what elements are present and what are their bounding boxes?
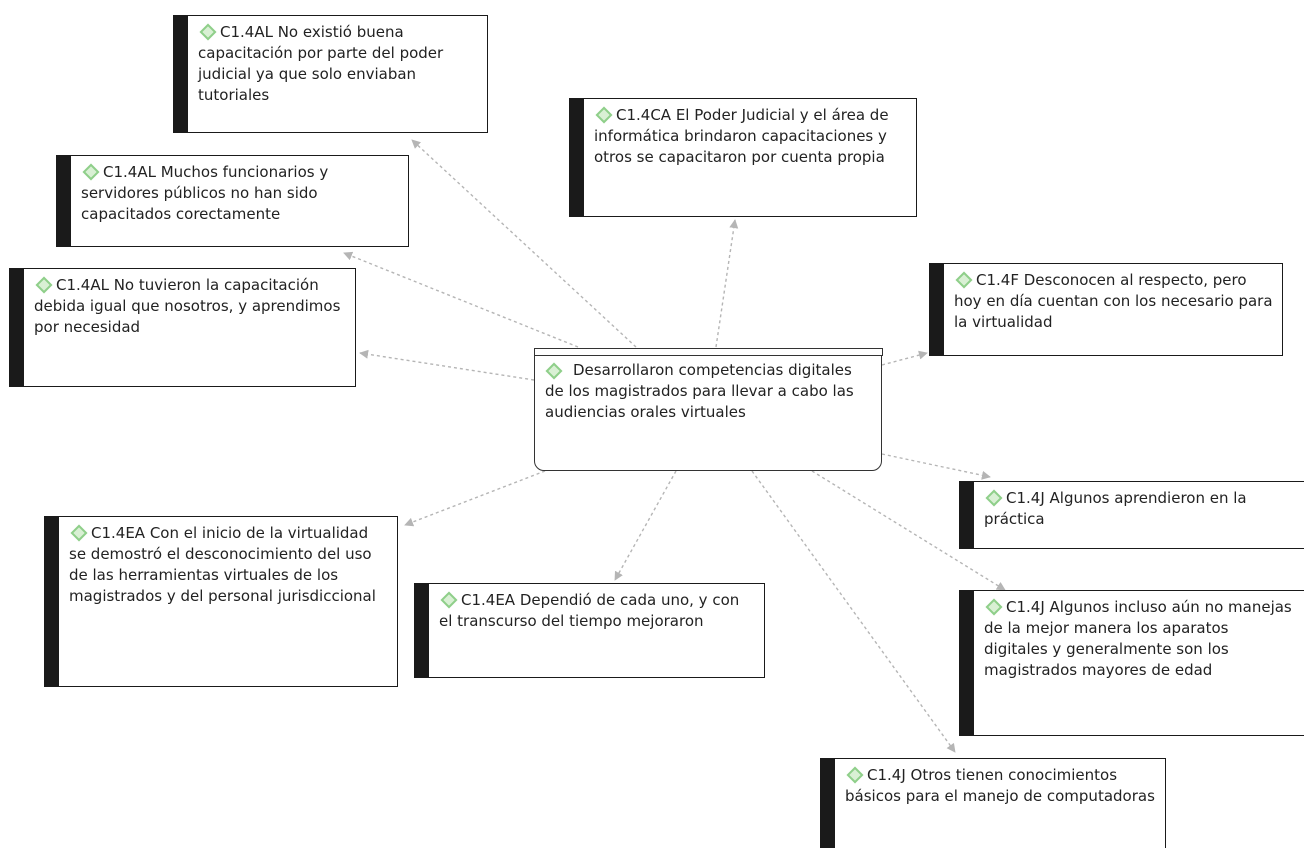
code-node-n1[interactable]: C1.4AL No existió buena capacitación por… [173,15,488,133]
link-to-n6 [881,453,991,480]
link-to-n4 [359,349,535,381]
code-node-label: C1.4F Desconocen al respecto, pero hoy e… [954,271,1273,331]
link-to-n9 [811,470,1006,591]
code-node-label: C1.4J Algunos incluso aún no manejas de … [984,598,1292,679]
central-node-tab [533,347,883,356]
code-node-label: C1.4J Otros tienen conocimientos básicos… [845,766,1155,805]
code-node-label: C1.4EA Dependió de cada uno, y con el tr… [439,591,740,630]
central-node-label: Desarrollaron competencias digitales de … [545,361,854,421]
code-node-label: C1.4AL No existió buena capacitación por… [198,23,444,104]
code-node-label: C1.4AL No tuvieron la capacitación debid… [34,276,341,336]
code-node-label: C1.4CA El Poder Judicial y el área de in… [594,106,889,166]
code-node-n8[interactable]: C1.4EA Dependió de cada uno, y con el tr… [414,583,765,678]
code-node-n2[interactable]: C1.4CA El Poder Judicial y el área de in… [569,98,917,217]
code-node-n9[interactable]: C1.4J Algunos incluso aún no manejas de … [959,590,1304,736]
link-to-n2 [715,219,739,348]
code-node-n3[interactable]: C1.4AL Muchos funcionarios y servidores … [56,155,409,247]
link-to-n8 [614,470,677,581]
code-node-n6[interactable]: C1.4J Algunos aprendieron en la práctica [959,481,1304,549]
link-to-n5 [881,350,928,366]
central-node[interactable]: Desarrollaron competencias digitales de … [533,347,883,471]
code-node-n5[interactable]: C1.4F Desconocen al respecto, pero hoy e… [929,263,1283,356]
link-to-n1 [411,139,637,348]
link-to-n7 [404,470,546,527]
link-to-n10 [751,470,956,753]
code-node-n10[interactable]: C1.4J Otros tienen conocimientos básicos… [820,758,1166,848]
code-node-n7[interactable]: C1.4EA Con el inicio de la virtualidad s… [44,516,398,687]
code-node-n4[interactable]: C1.4AL No tuvieron la capacitación debid… [9,268,356,387]
code-node-label: C1.4EA Con el inicio de la virtualidad s… [69,524,376,605]
code-node-label: C1.4J Algunos aprendieron en la práctica [984,489,1247,528]
link-to-n3 [343,251,579,348]
code-node-label: C1.4AL Muchos funcionarios y servidores … [81,163,329,223]
